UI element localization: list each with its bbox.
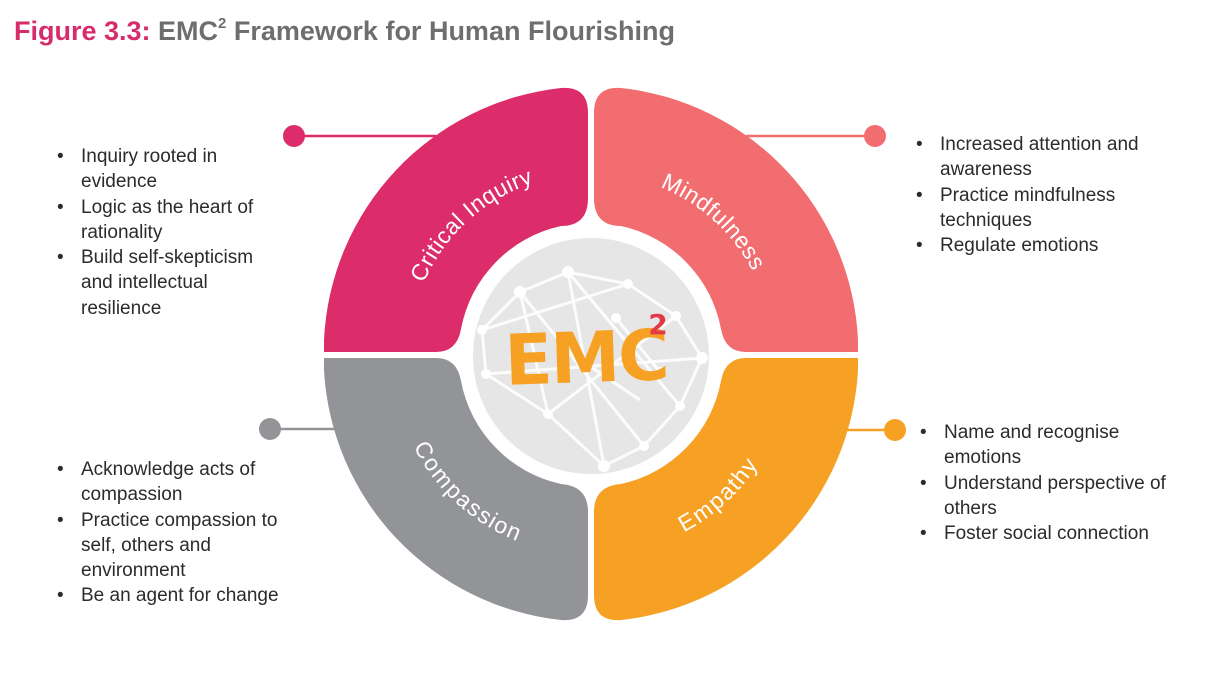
list-item: Understand perspective of others [920, 471, 1170, 522]
connector-critical [283, 125, 436, 147]
list-item: Regulate emotions [916, 233, 1166, 258]
list-item: Foster social connection [920, 521, 1170, 546]
connector-compassion [259, 418, 338, 440]
emc2-logo-superscript: 2 [648, 308, 667, 341]
center-emblem: EMC 2 [473, 238, 709, 474]
list-item: Be an agent for change [57, 583, 287, 608]
connector-empathy [846, 419, 906, 441]
list-item: Inquiry rooted in evidence [57, 144, 287, 195]
critical-inquiry-bullets: Inquiry rooted in evidence Logic as the … [57, 144, 287, 321]
list-item: Logic as the heart of rationality [57, 195, 287, 246]
compassion-bullets: Acknowledge acts of compassion Practice … [57, 457, 287, 609]
connector-mindfulness [746, 125, 886, 147]
list-item: Practice compassion to self, others and … [57, 508, 287, 584]
empathy-bullets: Name and recognise emotions Understand p… [920, 420, 1170, 546]
mindfulness-bullets: Increased attention and awareness Practi… [916, 132, 1166, 258]
list-item: Practice mindfulness techniques [916, 183, 1166, 234]
list-item: Name and recognise emotions [920, 420, 1170, 471]
emc2-logo: EMC [503, 314, 669, 402]
list-item: Acknowledge acts of compassion [57, 457, 287, 508]
list-item: Build self-skepticism and intellectual r… [57, 245, 287, 321]
list-item: Increased attention and awareness [916, 132, 1166, 183]
